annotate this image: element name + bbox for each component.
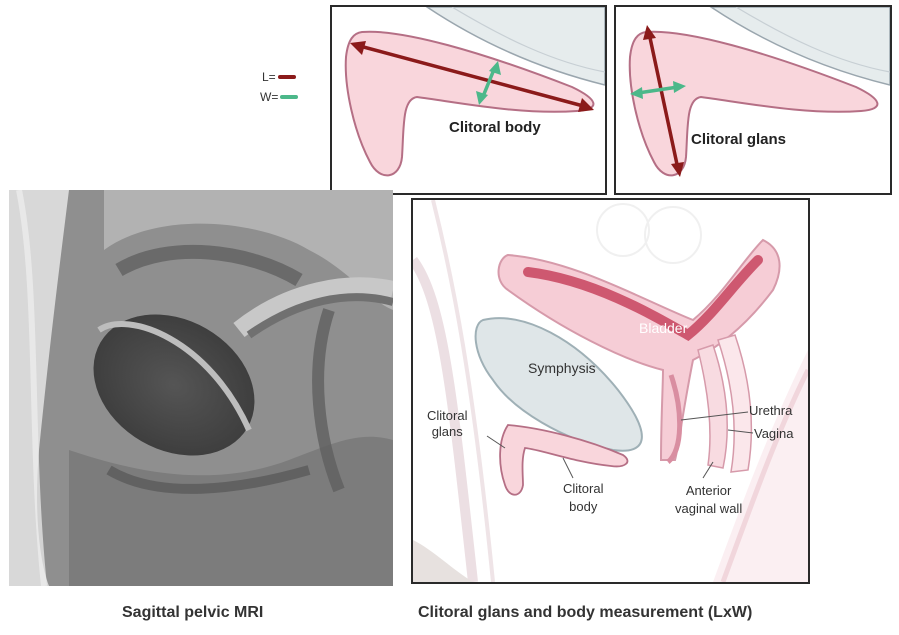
clitoral-body-inset: Clitoral body xyxy=(330,5,607,195)
urethra-label: Urethra xyxy=(749,403,792,418)
clitoral-body-callout-line1: Clitoral xyxy=(563,480,603,498)
clitoral-glans-callout-line2: glans xyxy=(427,424,467,440)
symphysis-label: Symphysis xyxy=(528,360,596,376)
clitoral-body-label: Clitoral body xyxy=(449,119,541,136)
clitoral-glans-inset: Clitoral glans xyxy=(614,5,892,195)
measurement-caption: Clitoral glans and body measurement (LxW… xyxy=(418,604,752,622)
legend-length: L= xyxy=(262,70,296,84)
clitoral-body-illustration xyxy=(332,7,605,193)
clitoral-glans-illustration xyxy=(616,7,890,193)
vagina-label: Vagina xyxy=(754,426,794,441)
legend-width-label: W= xyxy=(260,90,278,104)
legend-length-label: L= xyxy=(262,70,276,84)
pelvic-anatomy-diagram: Bladder Symphysis Clitoral glans Clitora… xyxy=(411,198,810,584)
legend-length-swatch xyxy=(278,75,296,79)
anterior-vaginal-wall-line2: vaginal wall xyxy=(675,500,742,518)
clitoral-body-callout-line2: body xyxy=(563,498,603,516)
clitoral-glans-callout: Clitoral glans xyxy=(427,408,467,440)
clitoral-glans-callout-line1: Clitoral xyxy=(427,408,467,424)
anatomy-illustration xyxy=(413,200,808,582)
anterior-vaginal-wall-callout: Anterior vaginal wall xyxy=(675,482,742,518)
anterior-vaginal-wall-line1: Anterior xyxy=(675,482,742,500)
clitoral-glans-label: Clitoral glans xyxy=(691,131,786,148)
bladder-label: Bladder xyxy=(639,320,687,336)
mri-illustration xyxy=(9,190,393,586)
clitoral-body-callout: Clitoral body xyxy=(563,480,603,516)
legend-width-swatch xyxy=(280,95,298,99)
mri-caption: Sagittal pelvic MRI xyxy=(122,604,263,622)
legend-width: W= xyxy=(260,90,298,104)
sagittal-mri-image xyxy=(9,190,393,586)
